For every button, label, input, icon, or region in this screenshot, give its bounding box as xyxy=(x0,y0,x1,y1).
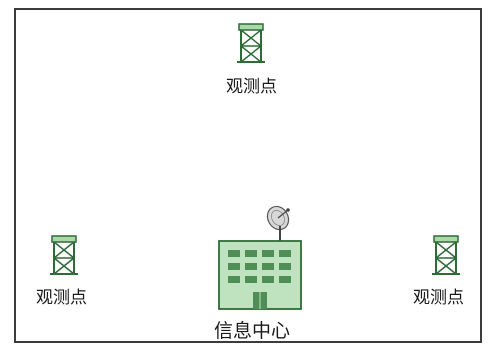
tower-icon xyxy=(50,235,78,275)
information-center-label: 信息中心 xyxy=(214,320,291,342)
observation-point-label-left: 观测点 xyxy=(36,288,87,308)
tower-icon xyxy=(237,23,265,63)
satellite-dish-icon xyxy=(266,205,290,243)
building-icon xyxy=(218,240,302,310)
tower-icon xyxy=(432,235,460,275)
observation-point-label-right: 观测点 xyxy=(413,288,464,308)
diagram-frame xyxy=(14,8,482,343)
observation-point-label-top: 观测点 xyxy=(226,77,277,97)
